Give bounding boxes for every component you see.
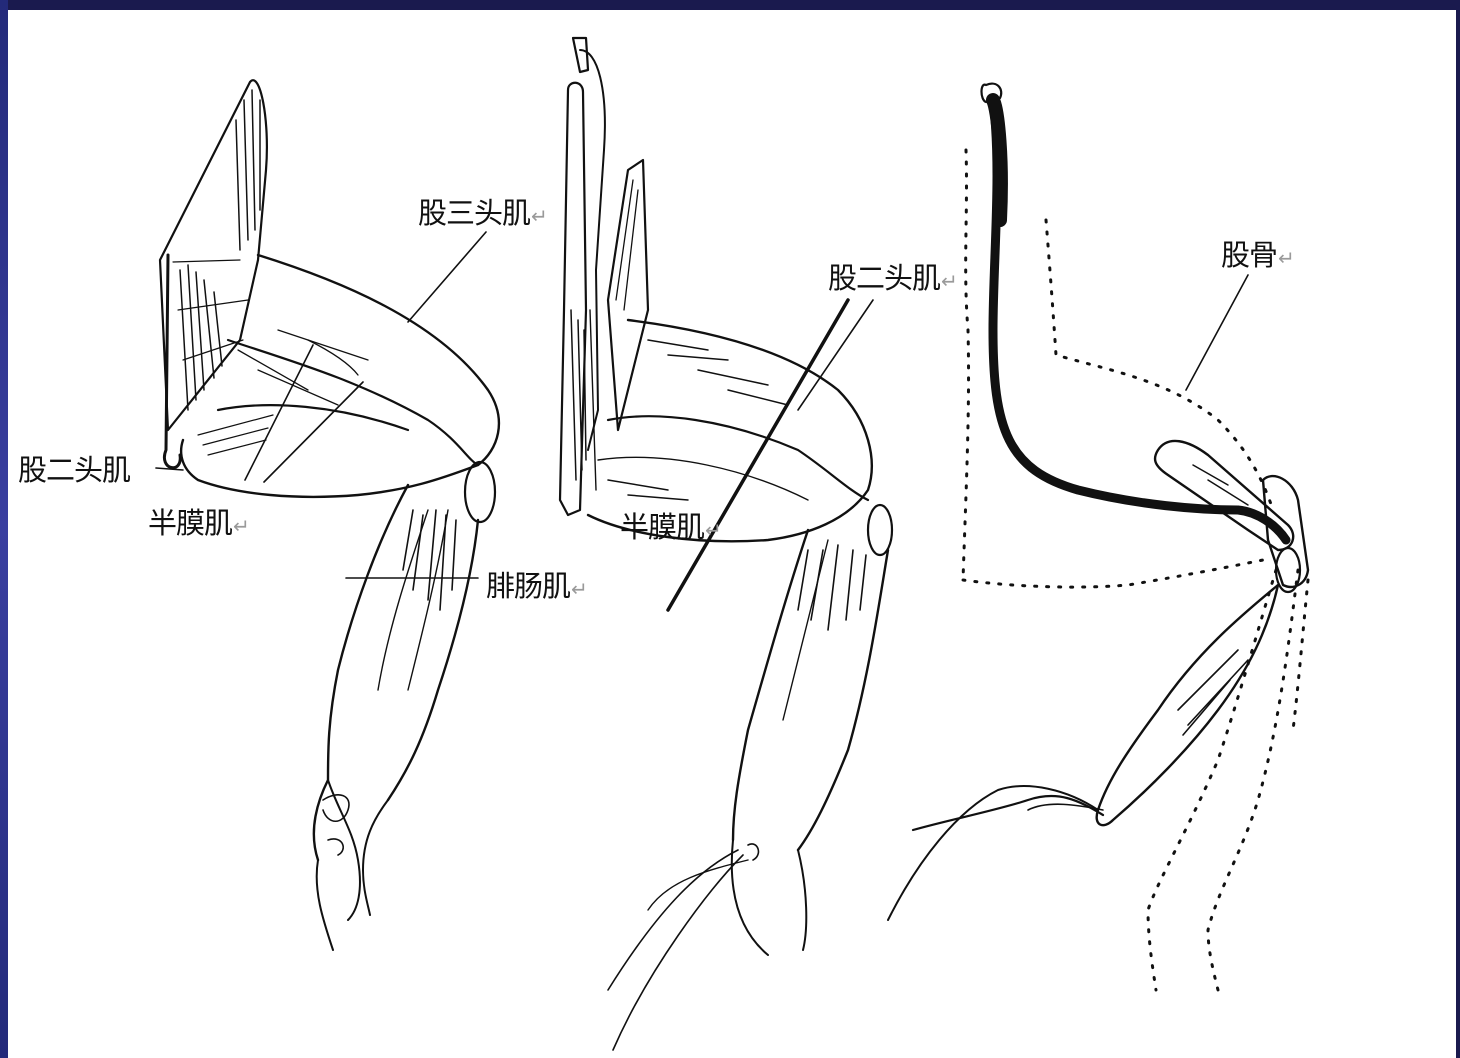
leader-semimembranosus-left: [245, 345, 313, 480]
label-biceps-femoris-left: 股二头肌: [18, 447, 130, 489]
label-semimembranosus-middle: 半膜肌↵: [620, 504, 721, 546]
leader-semimembranosus-left-2: [264, 382, 363, 482]
middle-leg-illustration: [560, 38, 892, 1050]
slide-frame-left: [0, 0, 8, 1058]
leader-femur: [1186, 275, 1248, 390]
right-leg-illustration: [888, 84, 1308, 990]
label-gastrocnemius: 腓肠肌↵: [486, 563, 587, 605]
leader-biceps-middle: [798, 300, 873, 410]
label-quadriceps: 股三头肌↵: [418, 190, 547, 232]
label-semimembranosus-left: 半膜肌↵: [148, 500, 249, 542]
leader-quadriceps: [408, 232, 486, 322]
label-femur: 股骨↵: [1221, 232, 1294, 274]
diagram-slide: 股三头肌↵ 股二头肌 半膜肌↵ 腓肠肌↵ 股二头肌↵ 半膜肌↵ 股骨↵: [8, 10, 1456, 1058]
leader-biceps-left: [156, 468, 183, 470]
label-biceps-femoris-middle: 股二头肌↵: [828, 255, 957, 297]
